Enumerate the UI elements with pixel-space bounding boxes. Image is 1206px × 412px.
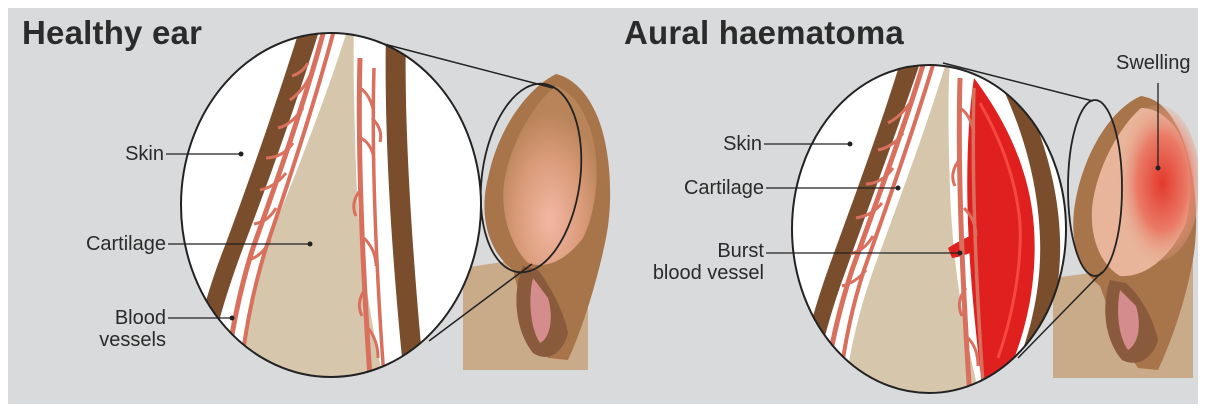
healthy-skin-label: Skin	[68, 143, 164, 165]
haematoma-burst-vessel-label-line2: blood vessel	[608, 262, 764, 284]
haematoma-swelling-label: Swelling	[1116, 52, 1190, 74]
healthy-blood-vessels-label-line2: vessels	[68, 329, 166, 351]
diagram-graphics	[8, 8, 1198, 404]
healthy-ear-magnified-view	[181, 28, 481, 378]
haematoma-cartilage-label: Cartilage	[628, 177, 764, 199]
haematoma-skin-label: Skin	[658, 133, 762, 155]
aural-haematoma-title: Aural haematoma	[624, 14, 904, 52]
haematoma-burst-vessel-label-line1: Burst	[618, 240, 764, 262]
healthy-blood-vessels-label-line1: Blood	[68, 307, 166, 329]
diagram-canvas: Healthy ear	[8, 8, 1198, 404]
healthy-cartilage-label: Cartilage	[38, 233, 166, 255]
haematoma-magnified-view	[792, 63, 1066, 398]
